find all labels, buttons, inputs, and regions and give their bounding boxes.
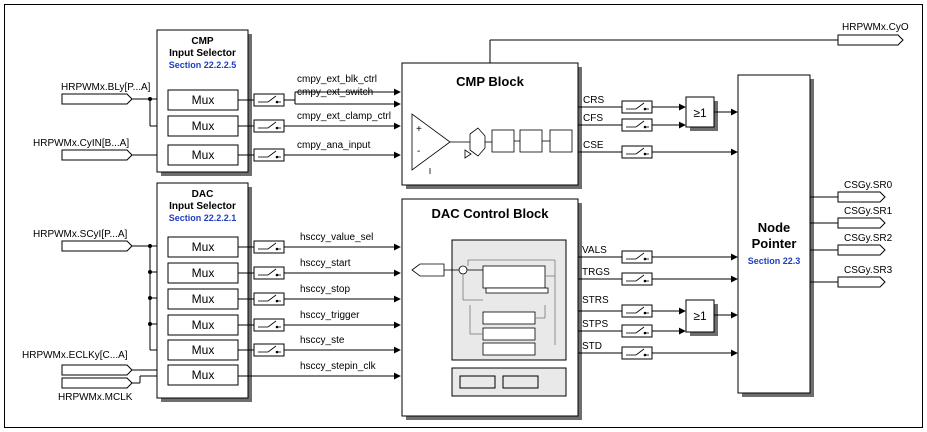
signal-cmpy-ext-switch: cmpy_ext_switch (297, 87, 373, 98)
dac-out-trgs: TRGS (578, 267, 738, 286)
node-pointer-block: Node Pointer Section 22.3 (737, 74, 814, 397)
svg-text:Mux: Mux (192, 368, 215, 382)
diagram-frame (4, 4, 923, 428)
svg-text:Mux: Mux (192, 343, 215, 357)
output-pin-sr1: CSGy.SR1 (810, 206, 893, 229)
svg-text:+: + (416, 124, 422, 135)
dac-control-block: DAC Control Block (401, 198, 582, 420)
svg-text:≥1: ≥1 (693, 106, 707, 120)
cmp-mux-1: Mux (167, 89, 239, 111)
svg-text:Section 22.2.2.5: Section 22.2.2.5 (169, 60, 237, 70)
input-pin-scyl: HRPWMx.SCyI[P...A] (33, 229, 152, 252)
svg-text:HRPWMx.CyIN[B...A]: HRPWMx.CyIN[B...A] (33, 138, 129, 149)
dac-out-strs: STRS (578, 295, 686, 318)
cmp-block: CMP Block + - (401, 62, 582, 189)
svg-text:CRS: CRS (583, 95, 604, 106)
signal-hsccy-value-sel: hsccy_value_sel (300, 232, 373, 243)
signal-hsccy-start: hsccy_start (300, 258, 351, 269)
signal-cmpy-ana-input: cmpy_ana_input (297, 140, 371, 151)
svg-text:CSGy.SR3: CSGy.SR3 (844, 265, 893, 276)
signal-hsccy-stepin-clk: hsccy_stepin_clk (300, 361, 377, 372)
dac-out-std: STD (578, 341, 738, 360)
dac-mux-1: Mux (167, 236, 239, 258)
svg-text:Mux: Mux (192, 318, 215, 332)
svg-text:Input Selector: Input Selector (169, 48, 236, 59)
svg-text:CSGy.SR1: CSGy.SR1 (844, 206, 893, 217)
svg-text:STPS: STPS (582, 319, 608, 330)
or-gate-cmp: ≥1 (685, 96, 738, 131)
dac-switch-2 (238, 266, 401, 280)
output-pin-sr0: CSGy.SR0 (810, 180, 893, 203)
svg-text:Pointer: Pointer (752, 236, 797, 251)
dac-switch-5 (238, 343, 401, 357)
output-pin-sr2: CSGy.SR2 (810, 233, 893, 256)
signal-hsccy-ste: hsccy_ste (300, 335, 345, 346)
svg-text:Section 22.2.2.1: Section 22.2.2.1 (169, 213, 237, 223)
dac-out-stps: STPS (578, 319, 686, 338)
input-pin-eclky: HRPWMx.ECLKy[C...A] (22, 350, 169, 376)
svg-text:≥1: ≥1 (693, 309, 707, 323)
svg-text:-: - (417, 146, 420, 157)
svg-text:HRPWMx.SCyI[P...A]: HRPWMx.SCyI[P...A] (33, 229, 127, 240)
svg-text:Mux: Mux (192, 292, 215, 306)
svg-text:TRGS: TRGS (582, 267, 610, 278)
svg-text:DAC Control Block: DAC Control Block (432, 206, 550, 221)
signal-hsccy-trigger: hsccy_trigger (300, 310, 360, 321)
output-pin-sr3: CSGy.SR3 (810, 265, 893, 288)
svg-text:CSGy.SR0: CSGy.SR0 (844, 180, 893, 191)
or-gate-dac: ≥1 (685, 299, 738, 336)
dac-switch-3 (238, 292, 401, 306)
cmp-mux-3: Mux (167, 144, 239, 166)
input-pin-bly: HRPWMx.BLy[P...A] (61, 82, 152, 105)
svg-text:STD: STD (582, 341, 602, 352)
svg-text:STRS: STRS (582, 295, 609, 306)
svg-text:CMP: CMP (191, 36, 214, 47)
svg-text:Mux: Mux (192, 148, 215, 162)
cmp-mux-2: Mux (167, 115, 239, 137)
svg-text:Mux: Mux (192, 119, 215, 133)
dac-mux-4: Mux (167, 314, 239, 336)
svg-text:Mux: Mux (192, 240, 215, 254)
svg-text:HRPWMx.MCLK: HRPWMx.MCLK (58, 392, 133, 403)
cmp-switch-2 (238, 119, 401, 133)
dac-mux-2: Mux (167, 262, 239, 284)
dac-mux-6: Mux (167, 364, 239, 386)
cmp-out-cse: CSE (578, 140, 738, 159)
dac-mux-3: Mux (167, 288, 239, 310)
cmp-switch-1 (238, 93, 295, 107)
svg-text:CSGy.SR2: CSGy.SR2 (844, 233, 893, 244)
svg-text:DAC: DAC (192, 189, 214, 200)
output-pin-cyo: HRPWMx.CyO (489, 22, 909, 63)
signal-cmpy-ext-blk-ctrl: cmpy_ext_blk_ctrl (297, 74, 377, 85)
svg-text:Mux: Mux (192, 266, 215, 280)
svg-text:HRPWMx.CyO: HRPWMx.CyO (842, 22, 909, 33)
dac-mux-5: Mux (167, 339, 239, 361)
cmp-switch-3 (238, 148, 401, 162)
dac-switch-1 (238, 240, 401, 254)
svg-text:CSE: CSE (583, 140, 604, 151)
svg-text:Input Selector: Input Selector (169, 201, 236, 212)
dac-out-vals: VALS (578, 245, 738, 264)
cmp-out-crs: CRS (578, 95, 686, 114)
svg-text:CMP Block: CMP Block (456, 74, 524, 89)
svg-text:Section 22.3: Section 22.3 (748, 256, 801, 266)
input-pin-cyin: HRPWMx.CyIN[B...A] (33, 138, 169, 161)
signal-hsccy-stop: hsccy_stop (300, 284, 350, 295)
input-pin-mclk: HRPWMx.MCLK (58, 372, 169, 403)
cmp-out-cfs: CFS (578, 113, 686, 132)
svg-text:HRPWMx.BLy[P...A]: HRPWMx.BLy[P...A] (61, 82, 151, 93)
svg-text:Node: Node (758, 220, 791, 235)
dac-switch-4 (238, 318, 401, 332)
svg-text:CFS: CFS (583, 113, 603, 124)
svg-text:HRPWMx.ECLKy[C...A]: HRPWMx.ECLKy[C...A] (22, 350, 128, 361)
svg-text:Mux: Mux (192, 93, 215, 107)
signal-cmpy-ext-clamp-ctrl: cmpy_ext_clamp_ctrl (297, 111, 391, 122)
svg-text:VALS: VALS (582, 245, 607, 256)
